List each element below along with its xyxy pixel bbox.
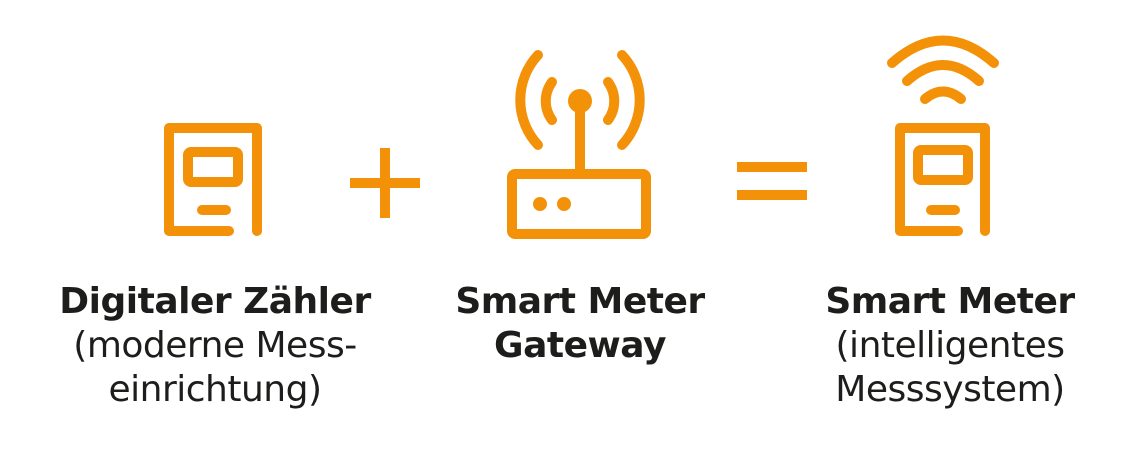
equals-icon: [737, 162, 807, 200]
item-gateway-label: Smart Meter Gateway: [420, 280, 740, 368]
item-digital-meter-label: Digitaler Zähler (moderne Mess- einricht…: [30, 280, 400, 412]
plus-icon: [350, 148, 420, 218]
gateway-router-icon: [507, 50, 651, 239]
smart-meter-wifi-icon: [887, 35, 999, 236]
antenna-tip: [568, 89, 592, 113]
item-subtitle-line: (moderne Mess-: [73, 325, 357, 366]
item-subtitle-line: einrichtung): [108, 369, 322, 410]
item-title-line: Smart Meter: [455, 281, 705, 322]
wifi-wave-inner: [920, 86, 966, 104]
item-title-line: Gateway: [494, 325, 666, 366]
status-led: [557, 197, 571, 211]
item-subtitle-line: Messsystem): [835, 369, 1065, 410]
item-smart-meter-label: Smart Meter (intelligentes Messsystem): [790, 280, 1110, 412]
status-led: [533, 197, 547, 211]
item-title: Smart Meter: [825, 281, 1075, 322]
wifi-wave-middle: [902, 60, 984, 86]
item-subtitle-line: (intelligentes: [835, 325, 1065, 366]
wifi-wave-outer: [887, 35, 999, 68]
item-title: Digitaler Zähler: [59, 281, 371, 322]
digital-meter-icon: [164, 123, 262, 236]
